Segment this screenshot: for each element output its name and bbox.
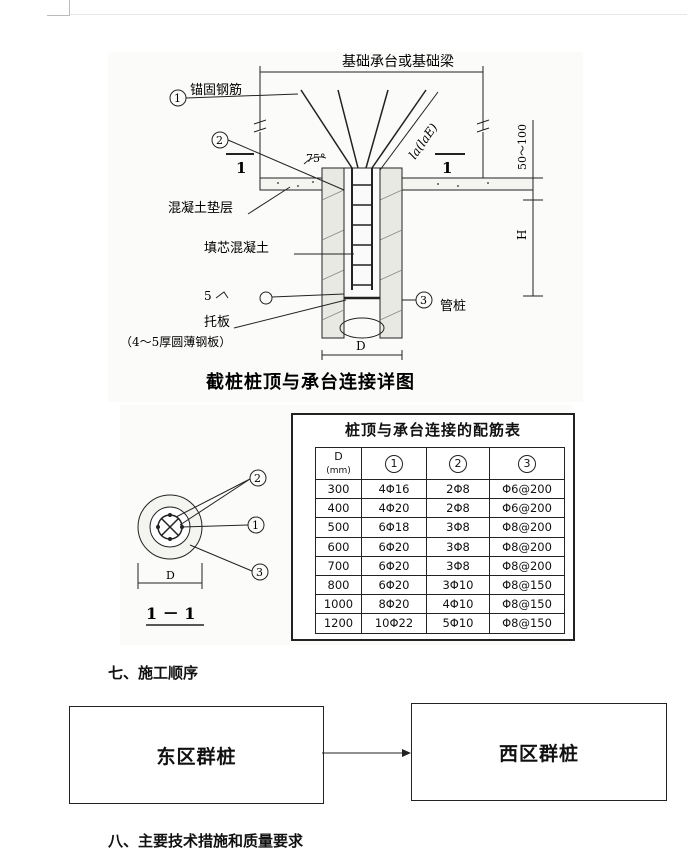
infill-label: 填芯混凝土 xyxy=(204,240,269,256)
flow-box-east-label: 东区群桩 xyxy=(156,745,237,768)
section-heading-construction-sequence: 七、施工顺序 xyxy=(108,664,199,682)
table-header-row: D (mm) 1 2 3 xyxy=(315,447,565,480)
pile-label: 管桩 xyxy=(440,299,466,314)
section-mark-right: 1 xyxy=(442,159,452,177)
pile-break xyxy=(339,317,385,339)
marker-3-section xyxy=(251,563,269,581)
pile-wall-left xyxy=(321,167,345,339)
drawing-title: 截桩桩顶与承台连接详图 xyxy=(206,371,415,393)
header-bar-3: 3 xyxy=(489,447,565,480)
header-bar-2: 2 xyxy=(426,447,490,480)
page-edge-line xyxy=(70,14,687,15)
header-bar-1: 1 xyxy=(361,447,427,480)
svg-text:3: 3 xyxy=(420,294,427,307)
flow-arrow-icon xyxy=(322,749,411,757)
pile-cap-connection-drawing: 基础承台或基础梁 50～100 H 1 1 xyxy=(120,53,543,393)
angle-label: 75° xyxy=(306,152,326,165)
section-caption: 1 － 1 xyxy=(146,604,195,623)
dim-D-section: D xyxy=(166,569,175,582)
plate-label: 托板 xyxy=(204,315,230,330)
infill-concrete xyxy=(343,167,381,299)
plate-note: （4～5厚圆薄钢板） xyxy=(120,334,231,349)
flow-box-west-label: 西区群桩 xyxy=(498,742,579,765)
marker-1-section xyxy=(247,516,265,534)
weld-label: 5 xyxy=(204,289,212,303)
section-mark-left: 1 xyxy=(236,159,246,177)
la-label: la(laE) xyxy=(406,121,441,162)
marker-2-section xyxy=(249,469,267,487)
dim-H: H xyxy=(515,230,529,240)
dim-D-top: D xyxy=(356,339,366,353)
page-corner-mark xyxy=(47,0,70,16)
svg-text:1: 1 xyxy=(174,92,181,105)
svg-text:3: 3 xyxy=(256,566,263,579)
svg-text:2: 2 xyxy=(254,472,261,485)
pile-wall-right xyxy=(379,167,403,339)
anchor-bar-label: 锚固钢筋 xyxy=(190,82,242,98)
header-d: D (mm) xyxy=(315,447,362,480)
flow-box-east: 东区群桩 xyxy=(69,706,324,804)
cap-label: 基础承台或基础梁 xyxy=(342,53,454,70)
dim-50-100: 50～100 xyxy=(516,124,529,170)
rebar-table-title: 桩顶与承台连接的配筋表 xyxy=(344,421,521,439)
flow-box-west: 西区群桩 xyxy=(411,703,667,801)
section-1-1-drawing: 2 1 3 D 1 － 1 xyxy=(137,469,269,626)
svg-text:2: 2 xyxy=(216,134,223,147)
section-heading-technical-measures: 八、主要技术措施和质量要求 xyxy=(108,832,304,850)
cushion-label: 混凝土垫层 xyxy=(168,200,233,216)
svg-text:1: 1 xyxy=(252,519,259,532)
